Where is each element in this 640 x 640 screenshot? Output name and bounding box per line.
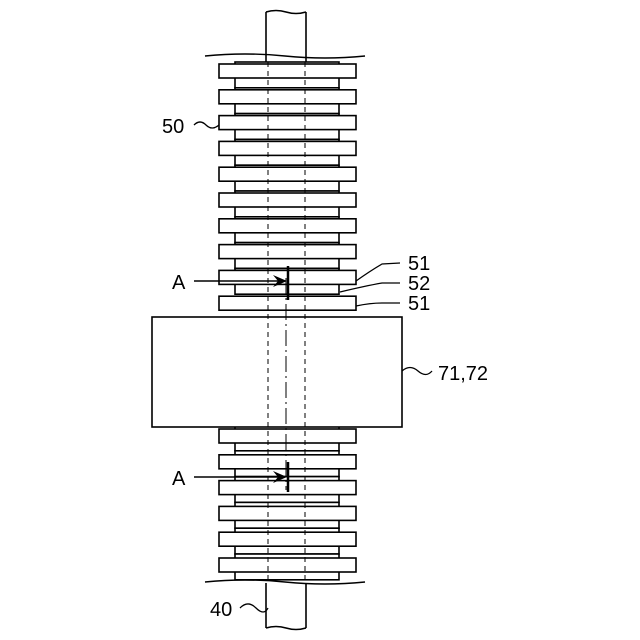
wide-disc: [219, 506, 356, 520]
label-disc-51-upper: 51: [408, 253, 430, 275]
label-disc-52: 52: [408, 273, 430, 295]
label-section-a-upper: A: [172, 272, 186, 294]
wide-disc: [219, 532, 356, 546]
label-disc-51-lower: 51: [408, 293, 430, 315]
label-shaft-40: 40: [210, 599, 232, 621]
lower-disc-stack: [219, 425, 356, 580]
label-coil-50: 50: [162, 116, 184, 138]
wide-disc: [219, 90, 356, 104]
wide-disc: [219, 245, 356, 259]
wide-disc: [219, 193, 356, 207]
wide-disc: [219, 116, 356, 130]
label-core-block: 71,72: [438, 363, 488, 385]
wide-disc: [219, 219, 356, 233]
wide-disc: [219, 167, 356, 181]
wide-disc: [219, 429, 356, 443]
wide-disc: [219, 64, 356, 78]
core-block-71-72: [152, 317, 402, 427]
wide-disc: [219, 141, 356, 155]
wide-disc: [219, 558, 356, 572]
label-section-a-lower: A: [172, 468, 186, 490]
